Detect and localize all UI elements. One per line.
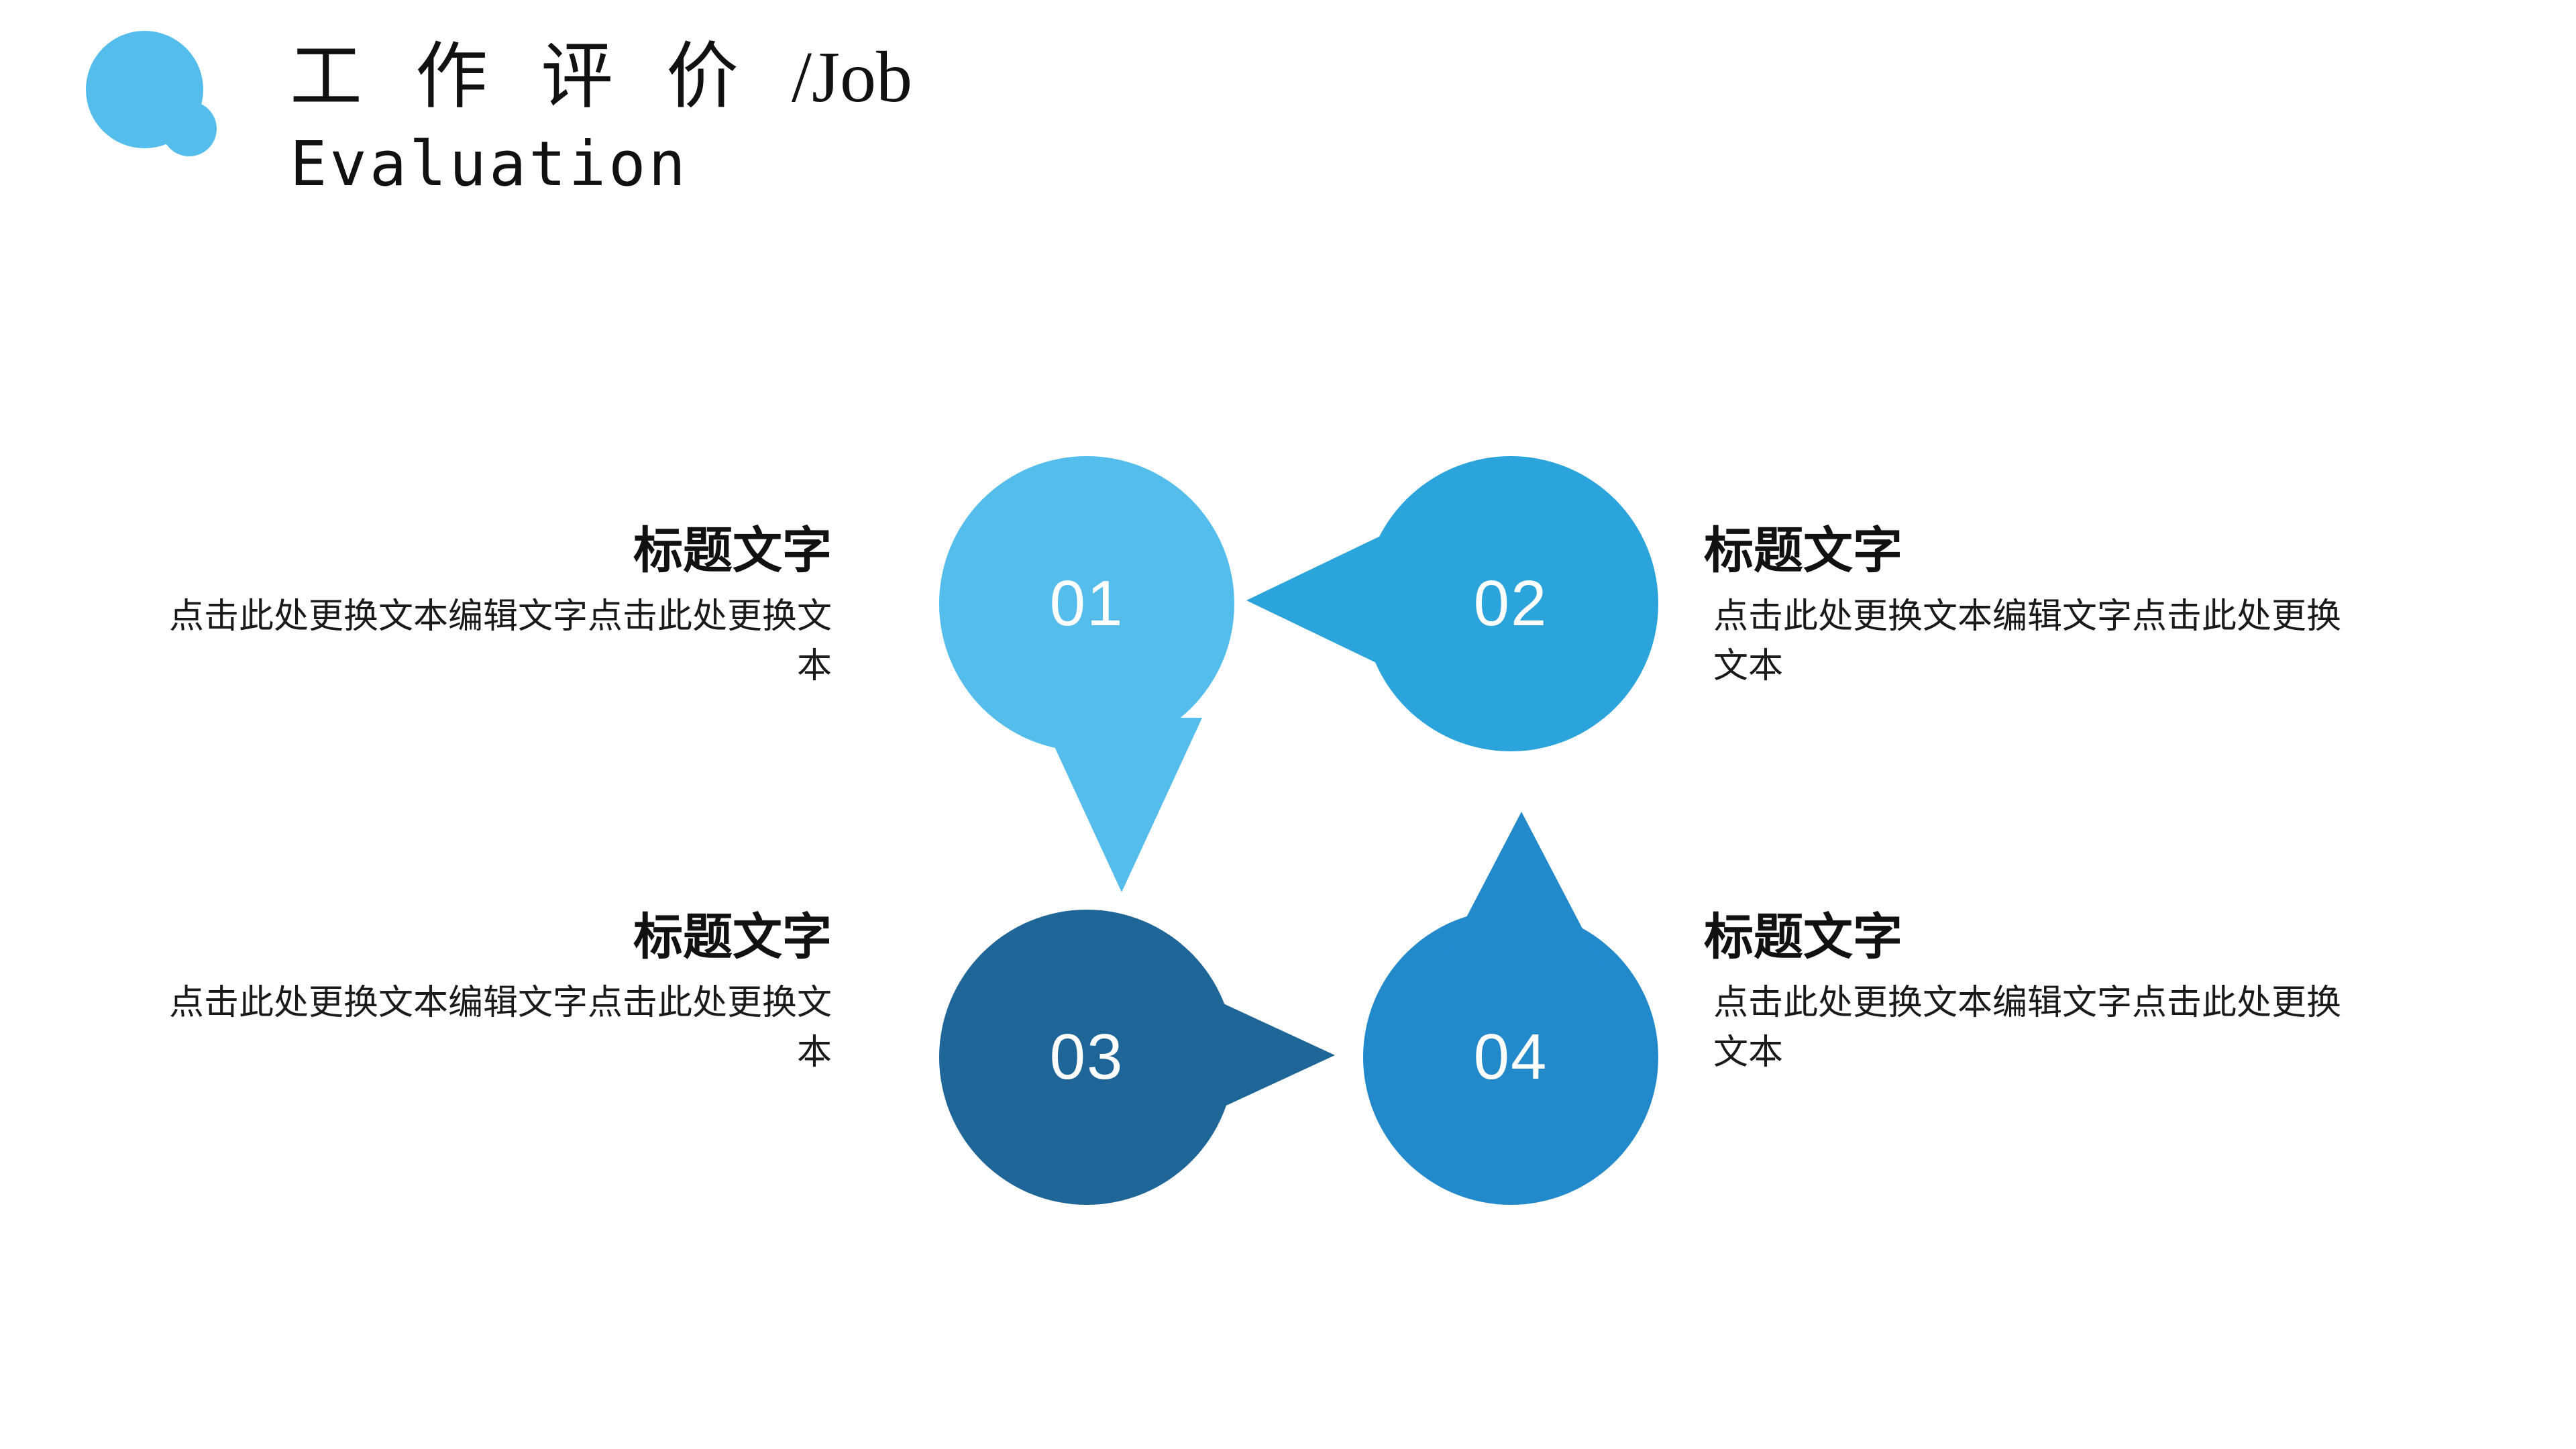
bubble-03-tail-right-icon [1154, 971, 1335, 1139]
slide-header: 工 作 评 价 /Job Evaluation [0, 0, 2576, 282]
title-chinese: 工 作 评 价 [290, 38, 792, 117]
text-block-01: 标题文字 点击此处更换文本编辑文字点击此处更换文本 [161, 523, 832, 692]
bubble-02-number: 02 [1473, 568, 1548, 639]
text-block-02-body: 点击此处更换文本编辑文字点击此处更换文本 [1713, 598, 2342, 686]
text-block-02-title: 标题文字 [1704, 524, 1902, 579]
bubble-01-tail-down-icon [1041, 718, 1202, 892]
cloud-bubble-icon [86, 31, 227, 165]
title-primary-line: 工 作 评 价 /Job [290, 35, 1900, 120]
bubble-02-tail-left-icon [1246, 517, 1421, 684]
cycle-diagram: 01 02 03 04 标题文字 点击此处更换文本编辑文字点击此处更换文本 标题… [0, 402, 2576, 1288]
bubble-step-01[interactable]: 01 [939, 456, 1234, 751]
text-block-04-title: 标题文字 [1704, 910, 1902, 965]
cloud-bubble-small-circle [162, 101, 217, 156]
bubble-04-tail-up-icon [1441, 812, 1602, 966]
page-title: 工 作 评 价 /Job Evaluation [290, 35, 1900, 203]
text-block-02: 标题文字 点击此处更换文本编辑文字点击此处更换文本 [1704, 523, 2375, 692]
title-english-suffix: /Job [792, 38, 913, 117]
text-block-04: 标题文字 点击此处更换文本编辑文字点击此处更换文本 [1704, 910, 2375, 1078]
text-block-03-body: 点击此处更换文本编辑文字点击此处更换文本 [168, 984, 832, 1072]
bubble-01-number: 01 [1049, 568, 1124, 639]
bubble-03-number: 03 [1049, 1021, 1124, 1093]
title-subtitle: Evaluation [290, 128, 688, 201]
text-block-04-body: 点击此处更换文本编辑文字点击此处更换文本 [1713, 984, 2342, 1072]
text-block-01-body: 点击此处更换文本编辑文字点击此处更换文本 [168, 598, 832, 686]
text-block-01-title: 标题文字 [633, 524, 832, 579]
bubble-04-number: 04 [1473, 1021, 1548, 1093]
text-block-03: 标题文字 点击此处更换文本编辑文字点击此处更换文本 [161, 910, 832, 1078]
text-block-03-title: 标题文字 [633, 910, 832, 965]
